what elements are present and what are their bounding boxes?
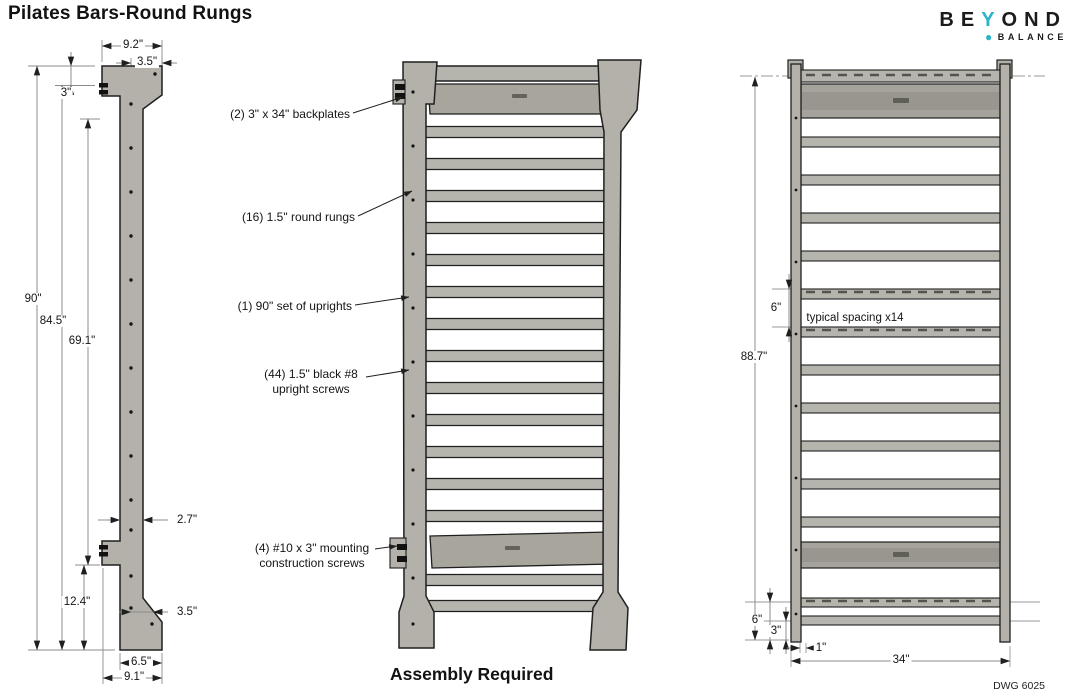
assembly-note: Assembly Required: [390, 664, 554, 684]
front-right-upright: [999, 63, 1011, 643]
left-upright: [398, 61, 438, 649]
callout-round-rungs: (16) 1.5" round rungs: [242, 210, 355, 224]
dim-inner-height: 84.5": [37, 314, 69, 328]
dim-rung-span-height: 69.1": [66, 334, 98, 348]
brand-accent-letter: Y: [981, 9, 1002, 31]
upright-side-profile: [101, 65, 163, 651]
front-backplates: [800, 83, 1001, 569]
dim-overall-height: 90": [22, 292, 44, 306]
callout-leaders: [352, 96, 413, 550]
dim-bottom-inset: 3.5": [174, 605, 200, 619]
callout-uprights: (1) 90" set of uprights: [237, 299, 352, 313]
brand-dot-icon: ●: [984, 30, 996, 44]
dim-top-inset: 3.5": [134, 55, 160, 69]
brand-pre: BE: [939, 9, 982, 31]
wall-bracket-hooks: [99, 83, 108, 557]
dim-top-width: 9.2": [120, 38, 146, 52]
dim-foot-width: 6.5": [128, 655, 154, 669]
drawing-number: DWG 6025: [993, 680, 1045, 692]
dim-front-overall-height: 88.7": [738, 350, 770, 364]
callout-upright-screws: (44) 1.5" black #8 upright screws: [264, 367, 358, 396]
upright-screws: [411, 90, 415, 626]
brand-wordmark: BEYOND: [939, 9, 1067, 31]
dim-rung-spacing: 6": [768, 301, 784, 315]
brand-subword: ●BALANCE: [939, 30, 1067, 44]
dim-foot-overall: 9.1": [121, 670, 147, 684]
page-title: Pilates Bars-Round Rungs: [8, 3, 253, 24]
front-left-upright: [790, 63, 802, 643]
backplates: [427, 83, 621, 569]
side-view-drawing: [28, 40, 177, 684]
brand-logo: BEYOND ●BALANCE: [939, 9, 1067, 44]
dim-first-rung-height: 3": [768, 624, 784, 638]
callout-mounting-screws: (4) #10 x 3" mounting construction screw…: [254, 541, 370, 570]
brand-sub-text: BALANCE: [997, 32, 1067, 42]
brand-post: OND: [1001, 9, 1067, 31]
front-upright-screws: [794, 116, 798, 616]
spacing-note: typical spacing x14: [804, 311, 906, 325]
dim-second-rung-height: 6": [749, 613, 765, 627]
dim-bar-depth: 2.7": [174, 513, 200, 527]
callout-backplates: (2) 3" x 34" backplates: [230, 107, 350, 121]
dim-upright-width: 1": [813, 641, 829, 655]
iso-view-drawing: [352, 59, 642, 651]
front-view-drawing: [740, 59, 1045, 667]
right-upright: [589, 59, 642, 651]
dim-bottom-height: 12.4": [61, 595, 93, 609]
round-rungs: [411, 125, 619, 613]
dim-overall-width: 34": [890, 653, 912, 667]
dim-top-height: 3": [58, 86, 74, 100]
